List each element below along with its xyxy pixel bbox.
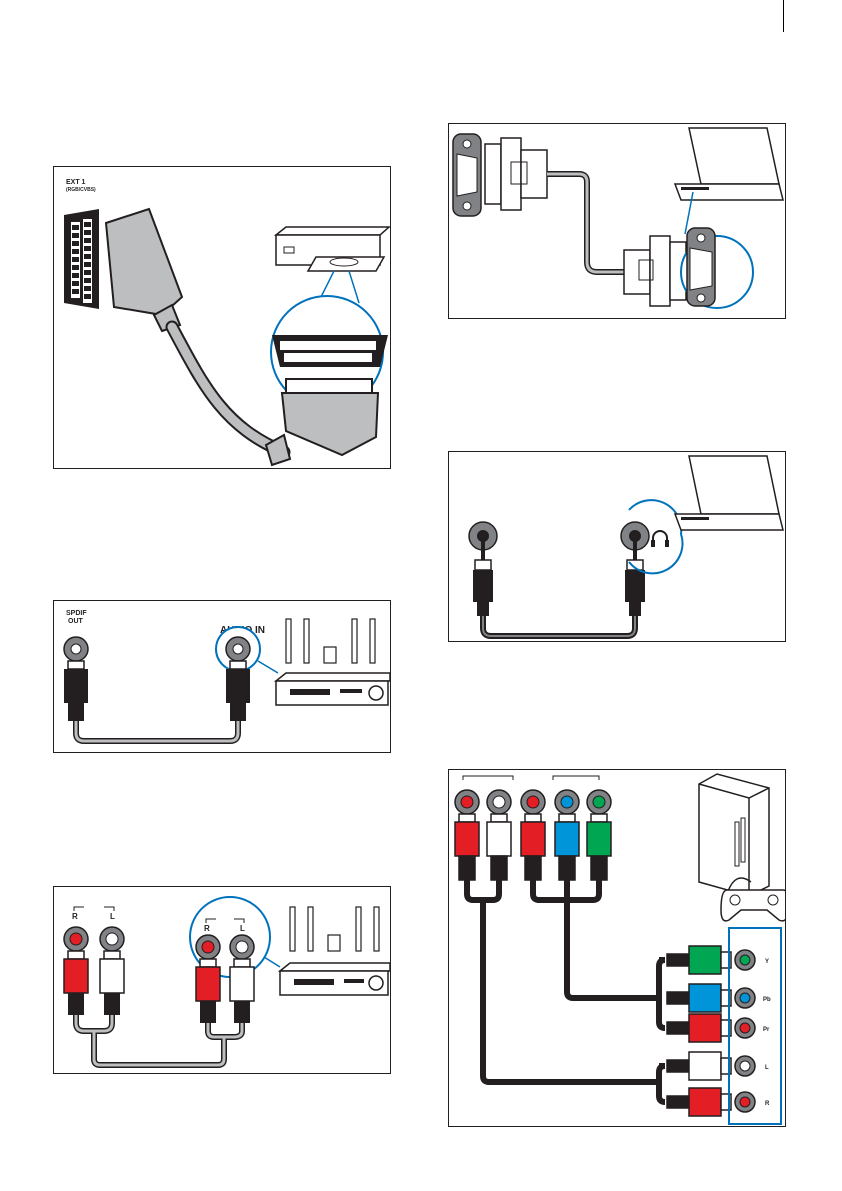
rca-plug-black-right [226,661,250,721]
spdif-socket [64,637,88,661]
audio-cable [483,616,635,636]
home-theater-icon [280,907,390,995]
scart-connection-diagram: EXT 1 (RGB/CVBS) [53,166,391,469]
page-edge-rule [783,0,784,32]
spdif-connection-diagram: SPDIF OUT AUDIO IN [53,600,391,753]
laptop-icon [675,128,783,200]
analog-audio-cable [94,1031,224,1065]
audio-jack-connection-diagram [448,451,786,642]
rca-plug-white-right [230,959,254,1023]
scart-socket-zoom [272,335,388,367]
l-label: L [765,1065,769,1071]
rca-socket-row [455,790,611,814]
scart-plug-left [106,209,182,331]
home-theater-icon [276,619,390,705]
rca-socket-white-left [100,927,124,951]
r-label: R [765,1101,770,1107]
dvd-player-icon [276,227,389,271]
game-console-icon [699,774,769,896]
scart-socket [64,209,99,309]
vga-connection-diagram [448,123,786,319]
audio-in-socket [226,637,250,661]
minijack-plug-right [625,538,645,616]
vga-cable [547,174,624,272]
vga-socket [453,134,481,216]
r-label-left: R [72,912,78,921]
vga-socket-zoom [687,228,715,306]
analog-audio-connection-diagram: R L R L [53,886,391,1074]
vga-plug-left [485,138,547,210]
rca-plug-red-right [196,959,220,1023]
rca-socket-red-left [64,927,88,951]
minijack-plug-left [473,538,493,616]
component-connection-diagram: Y Pb Pr L R [448,769,786,1127]
pb-label: Pb [763,997,771,1003]
y-label: Y [765,959,769,965]
rca-plug-column [667,946,731,1116]
l-label-left: L [110,912,115,921]
r-label-right: R [204,924,210,933]
pr-label: Pr [763,1027,770,1033]
rca-socket-white-right [230,935,254,959]
headphone-icon [651,531,669,547]
rca-plug-row [455,814,611,880]
rca-socket-red-right [196,935,220,959]
rca-plug-black-left [64,661,88,721]
component-cables [467,880,665,1102]
spdif-cable [76,721,238,741]
rca-plug-red-left [64,951,88,1015]
ext1-label: EXT 1 [66,179,86,186]
laptop-icon [675,456,783,530]
console-rca-sockets [735,950,755,1112]
l-label-right: L [240,924,245,933]
ext1-sublabel: (RGB/CVBS) [66,187,96,193]
rca-plug-white-left [100,951,124,1015]
spdif-out-label: OUT [68,618,84,625]
vga-plug-right [624,236,686,306]
spdif-label: SPDIF [66,610,87,617]
scart-plug-zoom [266,379,378,465]
